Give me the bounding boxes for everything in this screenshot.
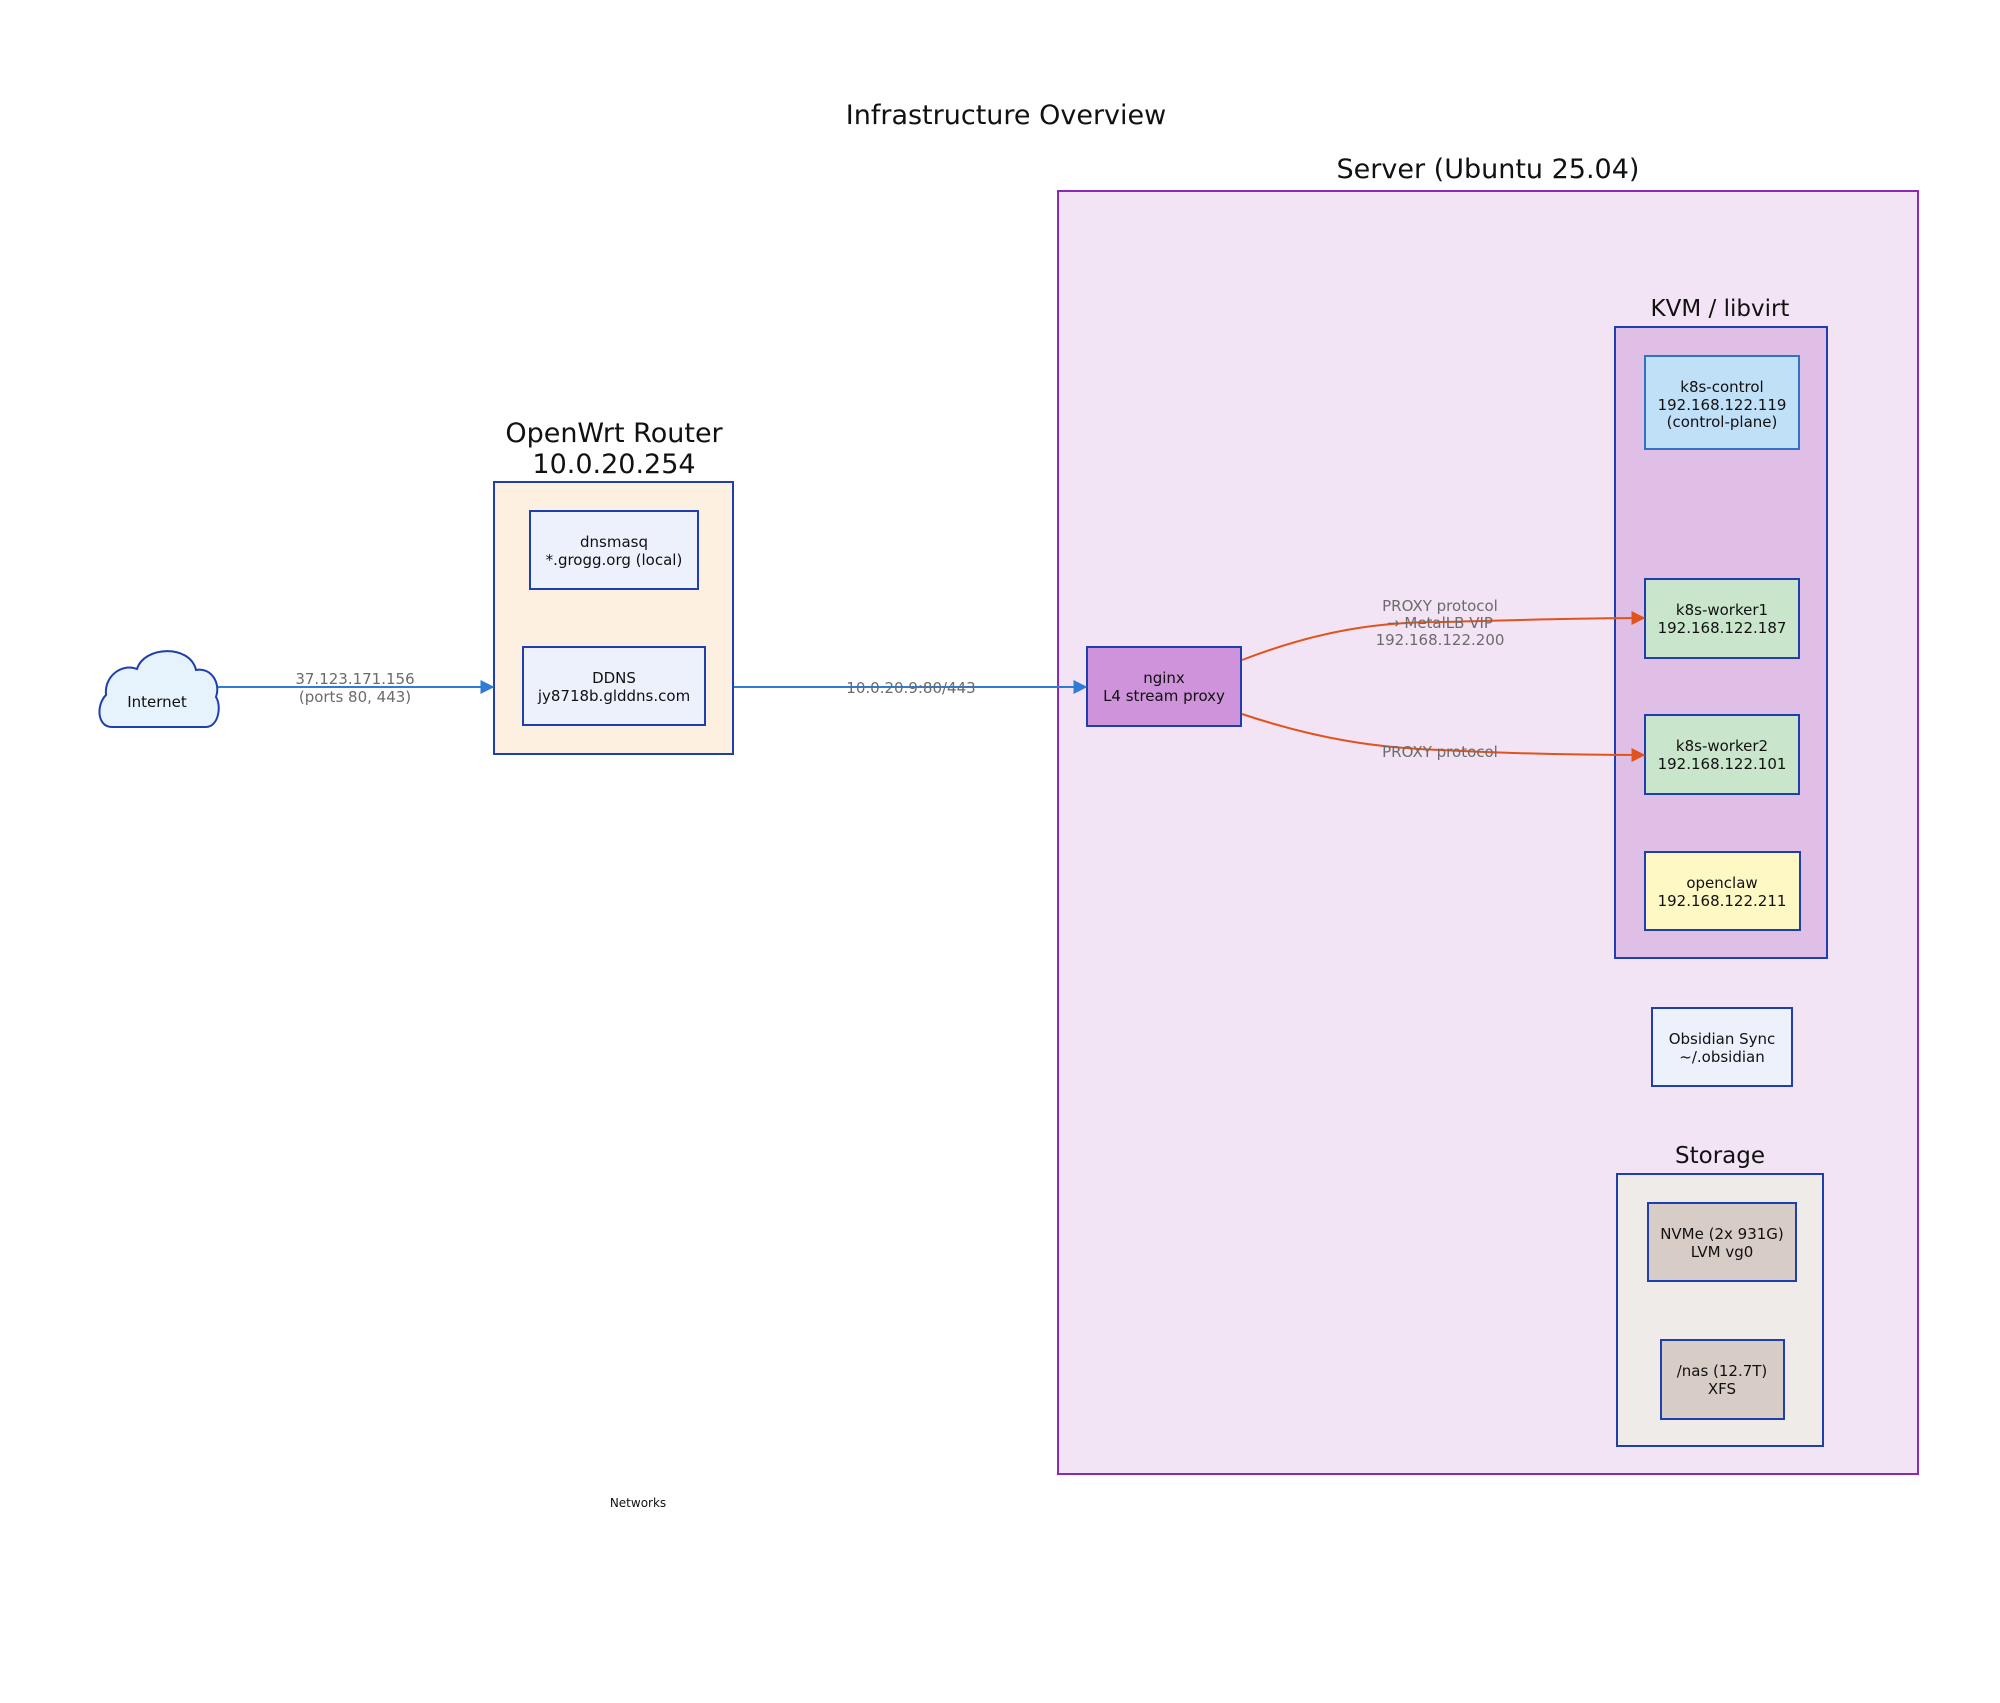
- k8s-control-name: k8s-control: [1680, 378, 1763, 396]
- ddns-label: DDNS: [592, 669, 636, 687]
- internet-node[interactable]: Internet: [98, 650, 220, 728]
- obsidian-sync-node[interactable]: Obsidian Sync ~/.obsidian: [1651, 1007, 1793, 1087]
- nas-node[interactable]: /nas (12.7T) XFS: [1660, 1339, 1785, 1420]
- edge-nginx-worker1-proto: PROXY protocol: [1382, 597, 1498, 615]
- obsidian-label: Obsidian Sync: [1669, 1030, 1776, 1048]
- nvme-lvm: LVM vg0: [1691, 1243, 1754, 1261]
- edge-router-nginx-label: 10.0.20.9:80/443: [846, 679, 975, 697]
- k8s-control-role: (control-plane): [1667, 413, 1778, 431]
- nginx-label: nginx: [1143, 669, 1185, 687]
- nas-fs: XFS: [1708, 1380, 1736, 1398]
- k8s-control-ip: 192.168.122.119: [1658, 396, 1787, 414]
- edge-nginx-worker2: [1241, 713, 1646, 762]
- server-title: Server (Ubuntu 25.04): [1337, 154, 1640, 185]
- nvme-label: NVMe (2x 931G): [1660, 1225, 1784, 1243]
- edge-nginx-worker1-vip: → MetalLB VIP: [1387, 614, 1493, 632]
- edge-nginx-worker1-ip: 192.168.122.200: [1376, 631, 1505, 649]
- k8s-worker2-ip: 192.168.122.101: [1658, 755, 1787, 773]
- dnsmasq-domain: *.grogg.org (local): [546, 551, 683, 569]
- openclaw-node[interactable]: openclaw 192.168.122.211: [1644, 851, 1801, 931]
- router-ip: 10.0.20.254: [532, 449, 695, 480]
- k8s-worker1-ip: 192.168.122.187: [1658, 619, 1787, 637]
- k8s-worker1-name: k8s-worker1: [1676, 601, 1768, 619]
- nginx-node[interactable]: nginx L4 stream proxy: [1086, 646, 1242, 727]
- diagram-title: Infrastructure Overview: [846, 100, 1166, 131]
- nas-label: /nas (12.7T): [1677, 1362, 1768, 1380]
- k8s-control-node[interactable]: k8s-control 192.168.122.119 (control-pla…: [1644, 355, 1800, 450]
- k8s-worker2-node[interactable]: k8s-worker2 192.168.122.101: [1644, 714, 1800, 795]
- networks-label: Networks: [610, 1496, 666, 1510]
- k8s-worker2-name: k8s-worker2: [1676, 737, 1768, 755]
- ddns-hostname: jy8718b.glddns.com: [537, 687, 690, 705]
- internet-label: Internet: [127, 693, 187, 711]
- k8s-worker1-node[interactable]: k8s-worker1 192.168.122.187: [1644, 578, 1800, 659]
- cloud-icon: [98, 650, 220, 728]
- nvme-node[interactable]: NVMe (2x 931G) LVM vg0: [1647, 1202, 1797, 1282]
- nginx-desc: L4 stream proxy: [1103, 687, 1225, 705]
- ddns-node[interactable]: DDNS jy8718b.glddns.com: [522, 646, 706, 726]
- edge-internet-router-ports: (ports 80, 443): [299, 688, 411, 706]
- dnsmasq-node[interactable]: dnsmasq *.grogg.org (local): [529, 510, 699, 590]
- dnsmasq-label: dnsmasq: [580, 533, 648, 551]
- edge-internet-router-ip: 37.123.171.156: [295, 670, 414, 688]
- edge-nginx-worker2-proto: PROXY protocol: [1382, 743, 1498, 761]
- storage-title: Storage: [1675, 1143, 1765, 1169]
- obsidian-path: ~/.obsidian: [1679, 1048, 1764, 1066]
- openclaw-ip: 192.168.122.211: [1658, 892, 1787, 910]
- kvm-title: KVM / libvirt: [1651, 296, 1790, 322]
- openclaw-name: openclaw: [1686, 874, 1757, 892]
- router-title: OpenWrt Router: [505, 418, 723, 449]
- edge-nginx-worker1: [1241, 611, 1646, 661]
